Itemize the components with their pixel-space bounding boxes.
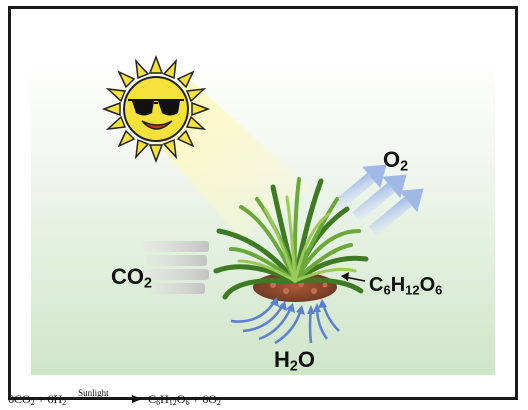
oxygen-arrows [332,164,424,236]
glucose-label: C6H12O6 [369,274,443,298]
reaction-arrow: Sunlight [72,388,143,404]
carbon-dioxide-bars [143,241,209,294]
carbon-dioxide-label: CO2 [111,264,152,292]
water-arrowheads [270,297,327,315]
sun-icon [101,54,211,164]
diagram-frame: O2 CO2 C6H12O6 H2O [8,6,518,400]
soil-texture [270,276,328,294]
water-label: H2O [274,347,315,375]
plant [213,177,369,300]
photosynthesis-scene [31,54,495,375]
photosynthesis-equation: 6CO2 + 6H2 Sunlight C6H12O6 + 6O2 [8,388,221,407]
oxygen-label: O2 [383,147,409,175]
glucose-pointer-arrow [341,272,366,282]
reaction-condition: Sunlight [78,388,109,398]
